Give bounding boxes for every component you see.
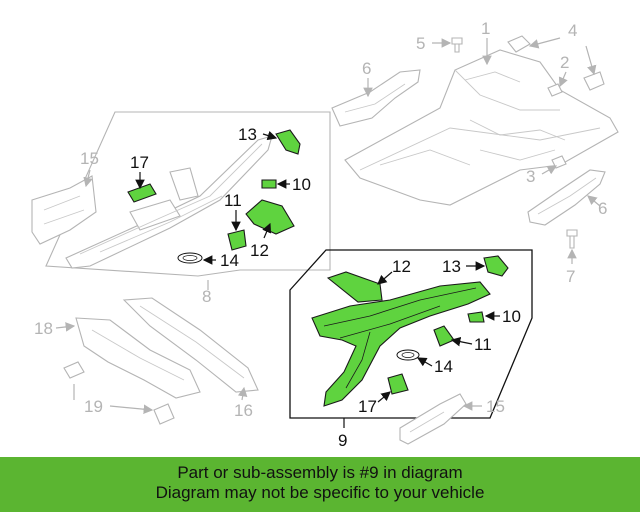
panel-part-12-lower	[326, 271, 383, 303]
info-banner: Part or sub-assembly is #9 in diagram Di…	[0, 457, 640, 512]
banner-line-1: Part or sub-assembly is #9 in diagram	[177, 463, 463, 482]
bracket-part-17-upper	[127, 183, 157, 203]
callout-10-upper: 10	[292, 175, 311, 194]
banner-line-2: Diagram may not be specific to your vehi…	[155, 483, 485, 502]
callout-7: 7	[566, 267, 575, 286]
rail-assembly-part-9[interactable]	[311, 281, 491, 407]
callout-11-lower: 11	[474, 335, 492, 354]
bolt-part-5	[451, 37, 463, 53]
callout-12-lower: 12	[392, 257, 411, 276]
callout-19: 19	[84, 397, 103, 416]
bracket-part-11-lower	[433, 325, 455, 347]
callout-6-upper: 6	[362, 59, 371, 78]
bracket-part-2	[547, 83, 563, 97]
callout-13-upper: 13	[238, 125, 257, 144]
callout-4: 4	[568, 21, 577, 40]
assembly-8-outline	[45, 111, 331, 277]
callout-12-upper: 12	[250, 241, 269, 260]
rail-part-6-upper	[331, 69, 421, 127]
callout-9[interactable]: 9	[338, 431, 347, 450]
callout-18: 18	[34, 319, 53, 338]
callout-6-lower: 6	[598, 199, 607, 218]
callout-labels: 1 2 3 4 5 6 6 7 8 9 10 10 11 11 12 12 13…	[34, 19, 607, 450]
callout-5: 5	[416, 34, 425, 53]
clip-part-3	[551, 155, 567, 169]
callout-13-lower: 13	[442, 257, 461, 276]
callout-16: 16	[234, 401, 253, 420]
callout-17-lower: 17	[358, 397, 377, 416]
rail-part-16	[122, 297, 259, 393]
callout-11-upper: 11	[224, 191, 242, 210]
panel-part-12-upper	[245, 199, 295, 235]
clip-part-10-lower	[467, 311, 485, 323]
bracket-part-11-upper	[227, 229, 247, 251]
rail-part-18	[75, 317, 201, 399]
callout-1: 1	[481, 19, 490, 38]
leader-lines	[55, 37, 601, 428]
clip-part-10-upper	[261, 179, 277, 189]
bracket-part-19	[63, 361, 175, 425]
callout-2: 2	[560, 53, 569, 72]
rail-part-6-lower	[527, 169, 606, 226]
callout-17-upper: 17	[130, 153, 149, 172]
side-panel-part-15-left	[31, 175, 97, 245]
plug-part-14-upper	[177, 252, 203, 264]
callout-10-lower: 10	[502, 307, 521, 326]
plug-part-14-lower	[396, 349, 420, 361]
bracket-part-13-upper	[275, 129, 301, 155]
side-panel-part-15-right	[399, 393, 467, 445]
callout-14-lower: 14	[434, 357, 453, 376]
callout-14-upper: 14	[220, 251, 239, 270]
callout-8: 8	[202, 287, 211, 306]
bracket-part-17-lower	[387, 373, 409, 395]
parts-diagram: 1 2 3 4 5 6 6 7 8 9 10 10 11 11 12 12 13…	[31, 19, 619, 450]
callout-15-upper: 15	[80, 149, 99, 168]
bolt-part-7	[566, 229, 578, 249]
assembly-9-outline	[289, 249, 533, 419]
bracket-part-13-lower	[483, 255, 509, 277]
rail-assembly-part-8	[65, 135, 273, 269]
callout-15-lower: 15	[486, 397, 505, 416]
callout-3: 3	[526, 167, 535, 186]
